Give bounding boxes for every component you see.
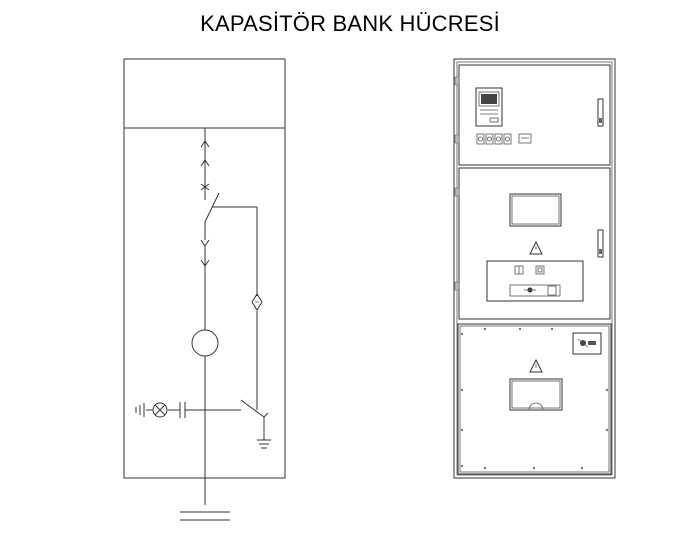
contact-mark-3 [200,239,210,247]
earthing-switch-blade [240,399,265,418]
control-buttons [476,133,512,145]
warning-triangle-icon-lower [529,358,543,373]
interlock-symbol [251,293,263,311]
breaker-door [458,167,611,320]
cell-front-view [453,58,616,479]
inspection-window [509,193,562,227]
relay-door [458,64,611,166]
single-line-diagram [123,58,286,521]
door-handle-middle [597,229,604,258]
current-transformer [191,329,219,357]
capacitor-window [509,378,563,411]
capacitor-door [457,323,612,475]
contact-mark-1 [200,140,210,148]
contact-mark-2 [200,159,210,167]
cabinet-frame [453,58,616,479]
door-handle-top [597,98,604,127]
earthing-label-plate [572,332,602,355]
mechanism-panel [486,260,584,302]
protection-relay [475,87,503,127]
page-title: KAPASİTÖR BANK HÜCRESİ [200,11,500,36]
selector-switch [518,133,532,144]
warning-triangle-icon [529,240,543,255]
